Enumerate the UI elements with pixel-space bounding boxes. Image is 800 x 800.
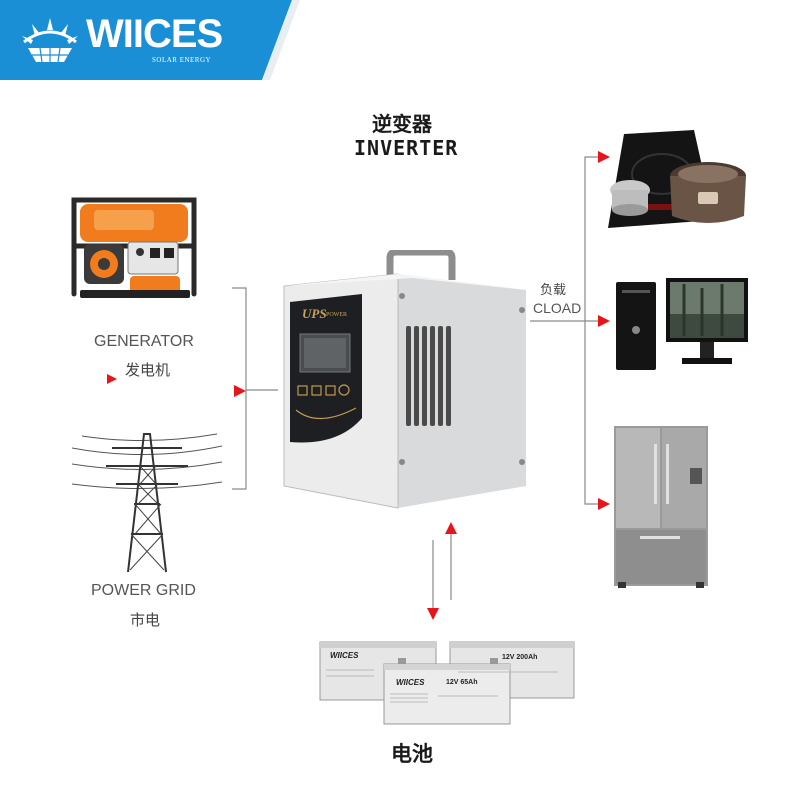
arrow-right-inverter: [234, 385, 246, 397]
power-grid-label-cn: 市电: [130, 609, 160, 630]
computer-illustration: [612, 270, 752, 374]
arrow-up: [445, 522, 457, 534]
load-label: CLOAD: [533, 300, 581, 316]
battery-brand-back: WIICES: [330, 651, 358, 660]
arrow-right-generator: [107, 374, 117, 384]
power-grid-label: POWER GRID: [91, 582, 196, 600]
battery-label: 电池: [391, 738, 433, 768]
generator-label-cn: 发电机: [125, 359, 170, 380]
load-label-cn: 负载: [540, 279, 566, 298]
battery-spec-large: 12V 200Ah: [502, 654, 537, 661]
generator-label: GENERATOR: [94, 333, 194, 351]
inverter-device: [278, 250, 534, 512]
refrigerator-illustration: [610, 424, 712, 590]
arrow-right-load-mid: [598, 315, 610, 327]
cooker-illustration: [604, 124, 754, 234]
inverter-brand-sub: POWER: [326, 312, 347, 318]
battery-spec-small: 12V 65Ah: [446, 679, 478, 686]
inverter-brand-logo: UPS: [302, 306, 327, 322]
arrow-right-load-bottom: [598, 498, 610, 510]
power-tower-illustration: [72, 424, 222, 574]
battery-brand-front: WIICES: [396, 678, 424, 687]
arrow-down: [427, 608, 439, 620]
generator-illustration: [66, 186, 206, 304]
